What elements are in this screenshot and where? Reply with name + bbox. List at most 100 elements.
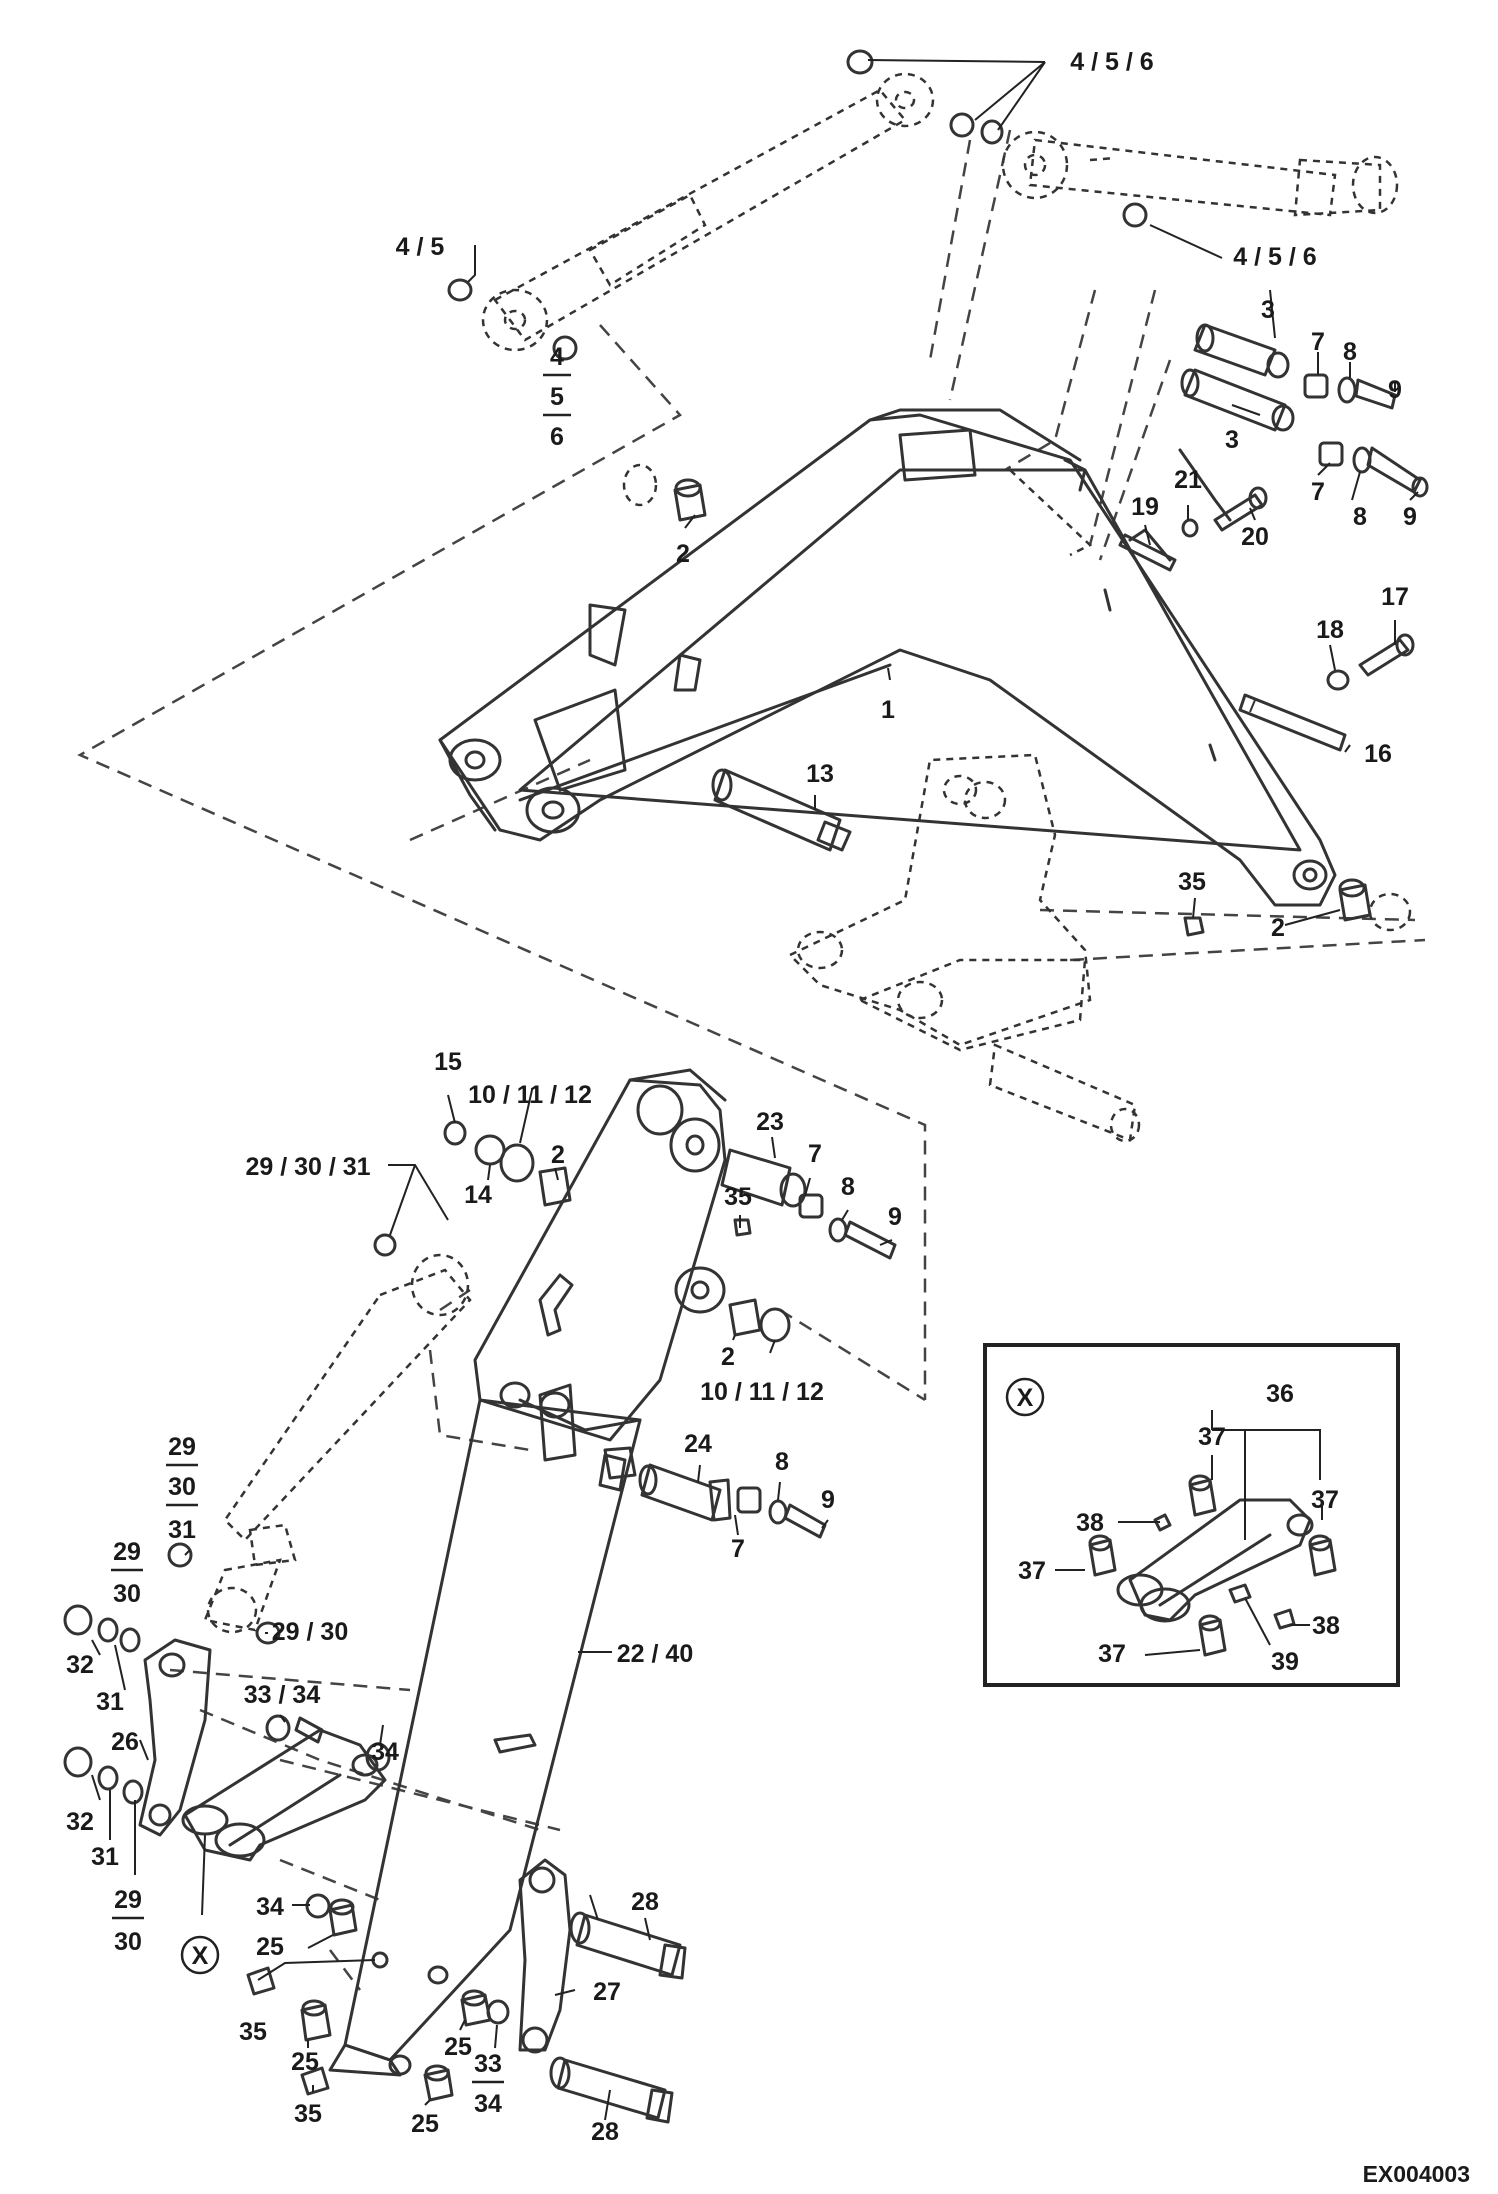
callout-25-bottom: 25 xyxy=(411,2110,439,2138)
callout-stack-5: 5 xyxy=(550,383,564,411)
callout-2-boom-right: 2 xyxy=(1271,914,1285,942)
detail-marker-circle xyxy=(180,1935,220,1975)
detail-marker-x: X xyxy=(192,1942,209,1970)
callout-stack-b-29: 29 xyxy=(114,1886,142,1914)
hardware-7-8-9 xyxy=(1303,373,1429,498)
washers-left-side xyxy=(63,1542,391,1805)
callout-14: 14 xyxy=(464,1181,492,1209)
callout-2-boom-left: 2 xyxy=(676,540,690,568)
callout-3-upper: 3 xyxy=(1261,296,1275,324)
callout-31-upper: 31 xyxy=(96,1688,124,1716)
callout-26: 26 xyxy=(111,1728,139,1756)
inset-callout-37-top: 37 xyxy=(1198,1423,1226,1451)
bolts-35-lower xyxy=(246,1966,330,2096)
callout-10-11-12-lower: 10 / 11 / 12 xyxy=(700,1378,824,1406)
callout-2-arm-upper: 2 xyxy=(551,1141,565,1169)
callout-35-boom: 35 xyxy=(1178,868,1206,896)
callout-24: 24 xyxy=(684,1430,712,1458)
callout-35-left: 35 xyxy=(239,2018,267,2046)
callout-7-upper: 7 xyxy=(1311,328,1325,356)
callout-stack-4-5-6: 4 5 6 xyxy=(543,343,571,451)
callout-13: 13 xyxy=(806,760,834,788)
callout-10-11-12-upper: 10 / 11 / 12 xyxy=(468,1081,592,1109)
callout-18: 18 xyxy=(1316,616,1344,644)
callout-34-upper: 34 xyxy=(371,1738,399,1766)
callout-9-pin24: 9 xyxy=(821,1486,835,1514)
callout-21: 21 xyxy=(1174,466,1202,494)
pin-13 xyxy=(711,768,852,852)
callout-34-lower: 34 xyxy=(256,1893,284,1921)
callout-stack-29: 29 xyxy=(168,1433,196,1461)
swing-bracket xyxy=(787,753,1141,1143)
inset-callout-38-right: 38 xyxy=(1312,1612,1340,1640)
drawing-code: EX004003 xyxy=(1363,2161,1470,2187)
callout-4-5: 4 / 5 xyxy=(396,233,445,261)
callout-25-mid: 25 xyxy=(444,2033,472,2061)
callout-32-upper: 32 xyxy=(66,1651,94,1679)
boom-cylinder-left xyxy=(481,72,935,352)
callout-2-arm-lower: 2 xyxy=(721,1343,735,1371)
callout-29-30: 29 / 30 xyxy=(272,1618,348,1646)
inset-callout-36: 36 xyxy=(1266,1380,1294,1408)
callout-35-bottom: 35 xyxy=(294,2100,322,2128)
detail-x-inset: X 36 37 37 37 37 xyxy=(983,1343,1400,1687)
inset-callout-37-bottom: 37 xyxy=(1098,1640,1126,1668)
callout-stack-29-30-b: 29 30 xyxy=(112,1886,144,1956)
bushings-2-boom xyxy=(622,463,1412,932)
arm xyxy=(328,1068,727,2077)
callout-9-lower: 9 xyxy=(1403,503,1417,531)
callout-32-lower: 32 xyxy=(66,1808,94,1836)
inset-leaders xyxy=(1055,1410,1323,1656)
leader-lines xyxy=(91,59,1419,2121)
callout-28-upper: 28 xyxy=(631,1888,659,1916)
callout-7-lower: 7 xyxy=(1311,478,1325,506)
callout-stack-4: 4 xyxy=(550,343,564,371)
bolt-35-upper xyxy=(1183,916,1205,937)
pin-3-lower xyxy=(1180,368,1295,432)
callout-7-pin24: 7 xyxy=(731,1535,745,1563)
callout-19: 19 xyxy=(1131,493,1159,521)
pin-3-upper xyxy=(1193,323,1290,379)
callout-17: 17 xyxy=(1381,583,1409,611)
callout-28-lower: 28 xyxy=(591,2118,619,2146)
pins-28 xyxy=(549,1911,687,2124)
callout-stack-33-34: 33 34 xyxy=(472,2050,504,2118)
callout-4-5-6-right: 4 / 5 / 6 xyxy=(1233,243,1316,271)
callout-27: 27 xyxy=(593,1978,621,2006)
callout-1-boom: 1 xyxy=(881,696,895,724)
callout-25-left: 25 xyxy=(256,1933,284,1961)
callout-labels: 4 / 5 / 6 4 / 5 / 6 4 / 5 4 5 6 3 3 7 8 … xyxy=(66,48,1417,2146)
callout-stack-34: 34 xyxy=(474,2090,502,2118)
bucket-cylinder xyxy=(203,1253,472,1634)
hardware-16-17-18 xyxy=(1208,633,1415,762)
callout-stack-30: 30 xyxy=(168,1473,196,1501)
callout-stack-31: 31 xyxy=(168,1516,196,1544)
cylinder-washers-top xyxy=(447,49,1148,361)
callout-16: 16 xyxy=(1364,740,1392,768)
inset-callout-37-left: 37 xyxy=(1018,1557,1046,1585)
inset-callout-38-left: 38 xyxy=(1076,1509,1104,1537)
boom-cylinder-right xyxy=(1001,130,1399,217)
callout-29-30-31: 29 / 30 / 31 xyxy=(245,1153,370,1181)
callout-15: 15 xyxy=(434,1048,462,1076)
link-26 xyxy=(138,1638,212,1837)
callout-9-upper: 9 xyxy=(1388,376,1402,404)
callout-8-pin24: 8 xyxy=(775,1448,789,1476)
callout-22-40: 22 / 40 xyxy=(617,1640,693,1668)
callout-20: 20 xyxy=(1241,523,1269,551)
callout-stack-a-30: 30 xyxy=(113,1580,141,1608)
callout-stack-6: 6 xyxy=(550,423,564,451)
callout-8-upper: 8 xyxy=(1343,338,1357,366)
callout-stack-29-30-a: 29 30 xyxy=(111,1538,143,1608)
bushings-25-lower xyxy=(300,1893,510,2102)
callout-8-arm: 8 xyxy=(841,1173,855,1201)
pin-24-hardware xyxy=(598,1453,827,1539)
callout-4-5-6-top: 4 / 5 / 6 xyxy=(1070,48,1153,76)
assembly-dashed-lines xyxy=(77,129,1426,1991)
callout-25-lower-left: 25 xyxy=(291,2048,319,2076)
arm-pin-hardware-upper xyxy=(373,1120,897,1343)
callout-9-arm: 9 xyxy=(888,1203,902,1231)
callout-stack-a-29: 29 xyxy=(113,1538,141,1566)
link-x-bucket-link xyxy=(181,1728,387,1862)
